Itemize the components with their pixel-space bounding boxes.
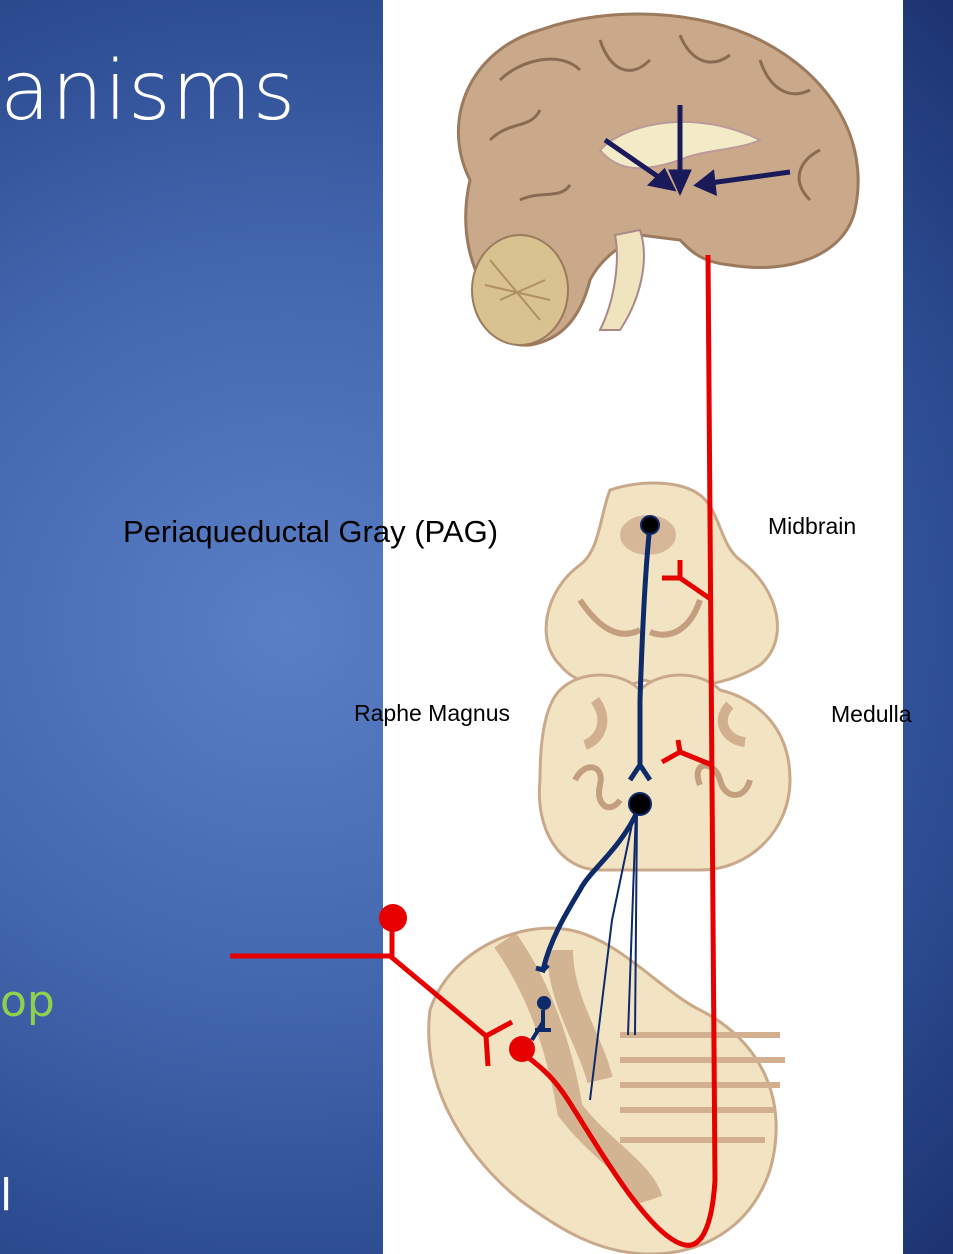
projection-neuron-body (509, 1036, 535, 1062)
label-raphe-magnus: Raphe Magnus (354, 700, 510, 727)
raphe-neuron-body (629, 793, 651, 815)
interneuron-body (537, 996, 551, 1010)
brain-image (458, 14, 858, 345)
label-medulla: Medulla (831, 701, 912, 728)
label-midbrain: Midbrain (768, 513, 856, 540)
spinal-cord-section-image (429, 928, 785, 1254)
midbrain-section-image (546, 483, 777, 686)
label-periaqueductal-gray: Periaqueductal Gray (PAG) (123, 514, 498, 550)
medulla-section-image (539, 675, 790, 870)
sensory-neuron-body (379, 904, 407, 932)
pag-neuron-body (641, 516, 659, 534)
